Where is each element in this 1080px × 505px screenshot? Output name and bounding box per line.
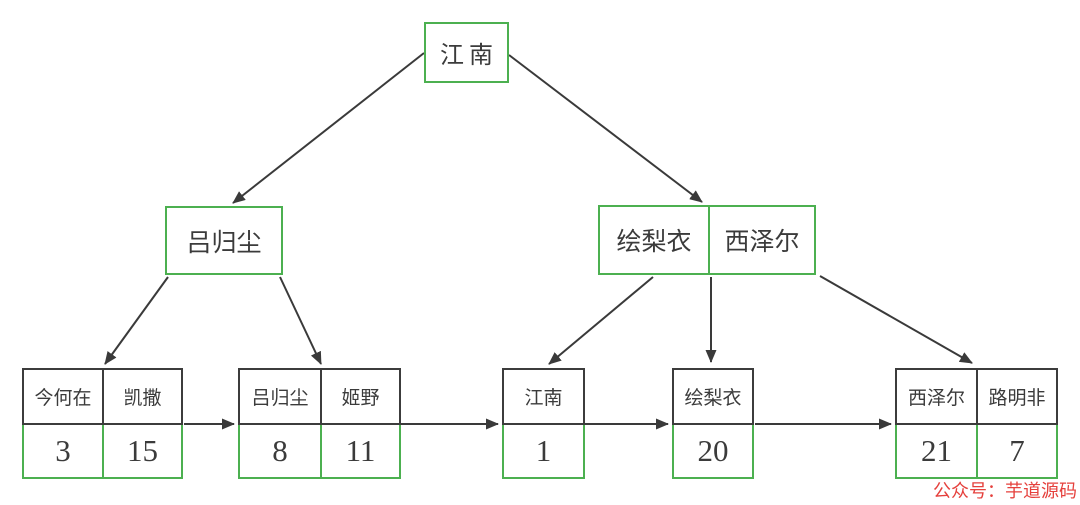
leaf-value: 21 bbox=[895, 425, 978, 479]
leaf-node-1: 今何在 凯撒 3 15 bbox=[22, 368, 183, 479]
internal-key: 绘梨衣 bbox=[598, 205, 710, 275]
leaf-value-row: 3 15 bbox=[22, 425, 183, 479]
leaf-node-4: 绘梨衣 20 bbox=[672, 368, 754, 479]
leaf-value: 8 bbox=[238, 425, 322, 479]
edge-internal2-to-leaf5 bbox=[819, 275, 973, 364]
edge-root-to-left-child bbox=[232, 52, 425, 204]
root-node: 江南 bbox=[424, 22, 509, 83]
leaf-value-row: 1 bbox=[502, 425, 585, 479]
leaf-key: 江南 bbox=[502, 368, 585, 425]
edge-internal1-to-leaf1 bbox=[104, 276, 169, 365]
leaf-value: 1 bbox=[502, 425, 585, 479]
leaf-key-row: 今何在 凯撒 bbox=[22, 368, 183, 425]
leaf-key: 今何在 bbox=[22, 368, 104, 425]
leaf-key-row: 绘梨衣 bbox=[672, 368, 754, 425]
leaf-key: 路明非 bbox=[976, 368, 1058, 425]
leaf-node-5: 西泽尔 路明非 21 7 bbox=[895, 368, 1058, 479]
internal-node-left: 吕归尘 bbox=[165, 206, 283, 275]
leaf-value: 3 bbox=[22, 425, 104, 479]
leaf-key-row: 西泽尔 路明非 bbox=[895, 368, 1058, 425]
internal-key: 西泽尔 bbox=[708, 205, 816, 275]
leaf-value: 7 bbox=[976, 425, 1058, 479]
leaf-key: 绘梨衣 bbox=[672, 368, 754, 425]
leaf-key: 吕归尘 bbox=[238, 368, 322, 425]
leaf-key: 西泽尔 bbox=[895, 368, 978, 425]
edge-internal2-to-leaf3 bbox=[548, 276, 654, 365]
leaf-node-3: 江南 1 bbox=[502, 368, 585, 479]
leaf-key-row: 江南 bbox=[502, 368, 585, 425]
leaf-value: 15 bbox=[102, 425, 183, 479]
watermark-text: 公众号：芋道源码 bbox=[933, 481, 1077, 501]
leaf-key-row: 吕归尘 姬野 bbox=[238, 368, 401, 425]
leaf-value-row: 21 7 bbox=[895, 425, 1058, 479]
leaf-node-2: 吕归尘 姬野 8 11 bbox=[238, 368, 401, 479]
leaf-value: 20 bbox=[672, 425, 754, 479]
leaf-value: 11 bbox=[320, 425, 401, 479]
root-key: 江南 bbox=[424, 22, 509, 83]
leaf-key: 姬野 bbox=[320, 368, 401, 425]
internal-node-right: 绘梨衣 西泽尔 bbox=[598, 205, 816, 275]
leaf-value-row: 8 11 bbox=[238, 425, 401, 479]
internal-key: 吕归尘 bbox=[165, 206, 283, 275]
leaf-key: 凯撒 bbox=[102, 368, 183, 425]
edge-root-to-right-child bbox=[508, 54, 703, 203]
leaf-value-row: 20 bbox=[672, 425, 754, 479]
edge-internal1-to-leaf2 bbox=[279, 276, 322, 365]
